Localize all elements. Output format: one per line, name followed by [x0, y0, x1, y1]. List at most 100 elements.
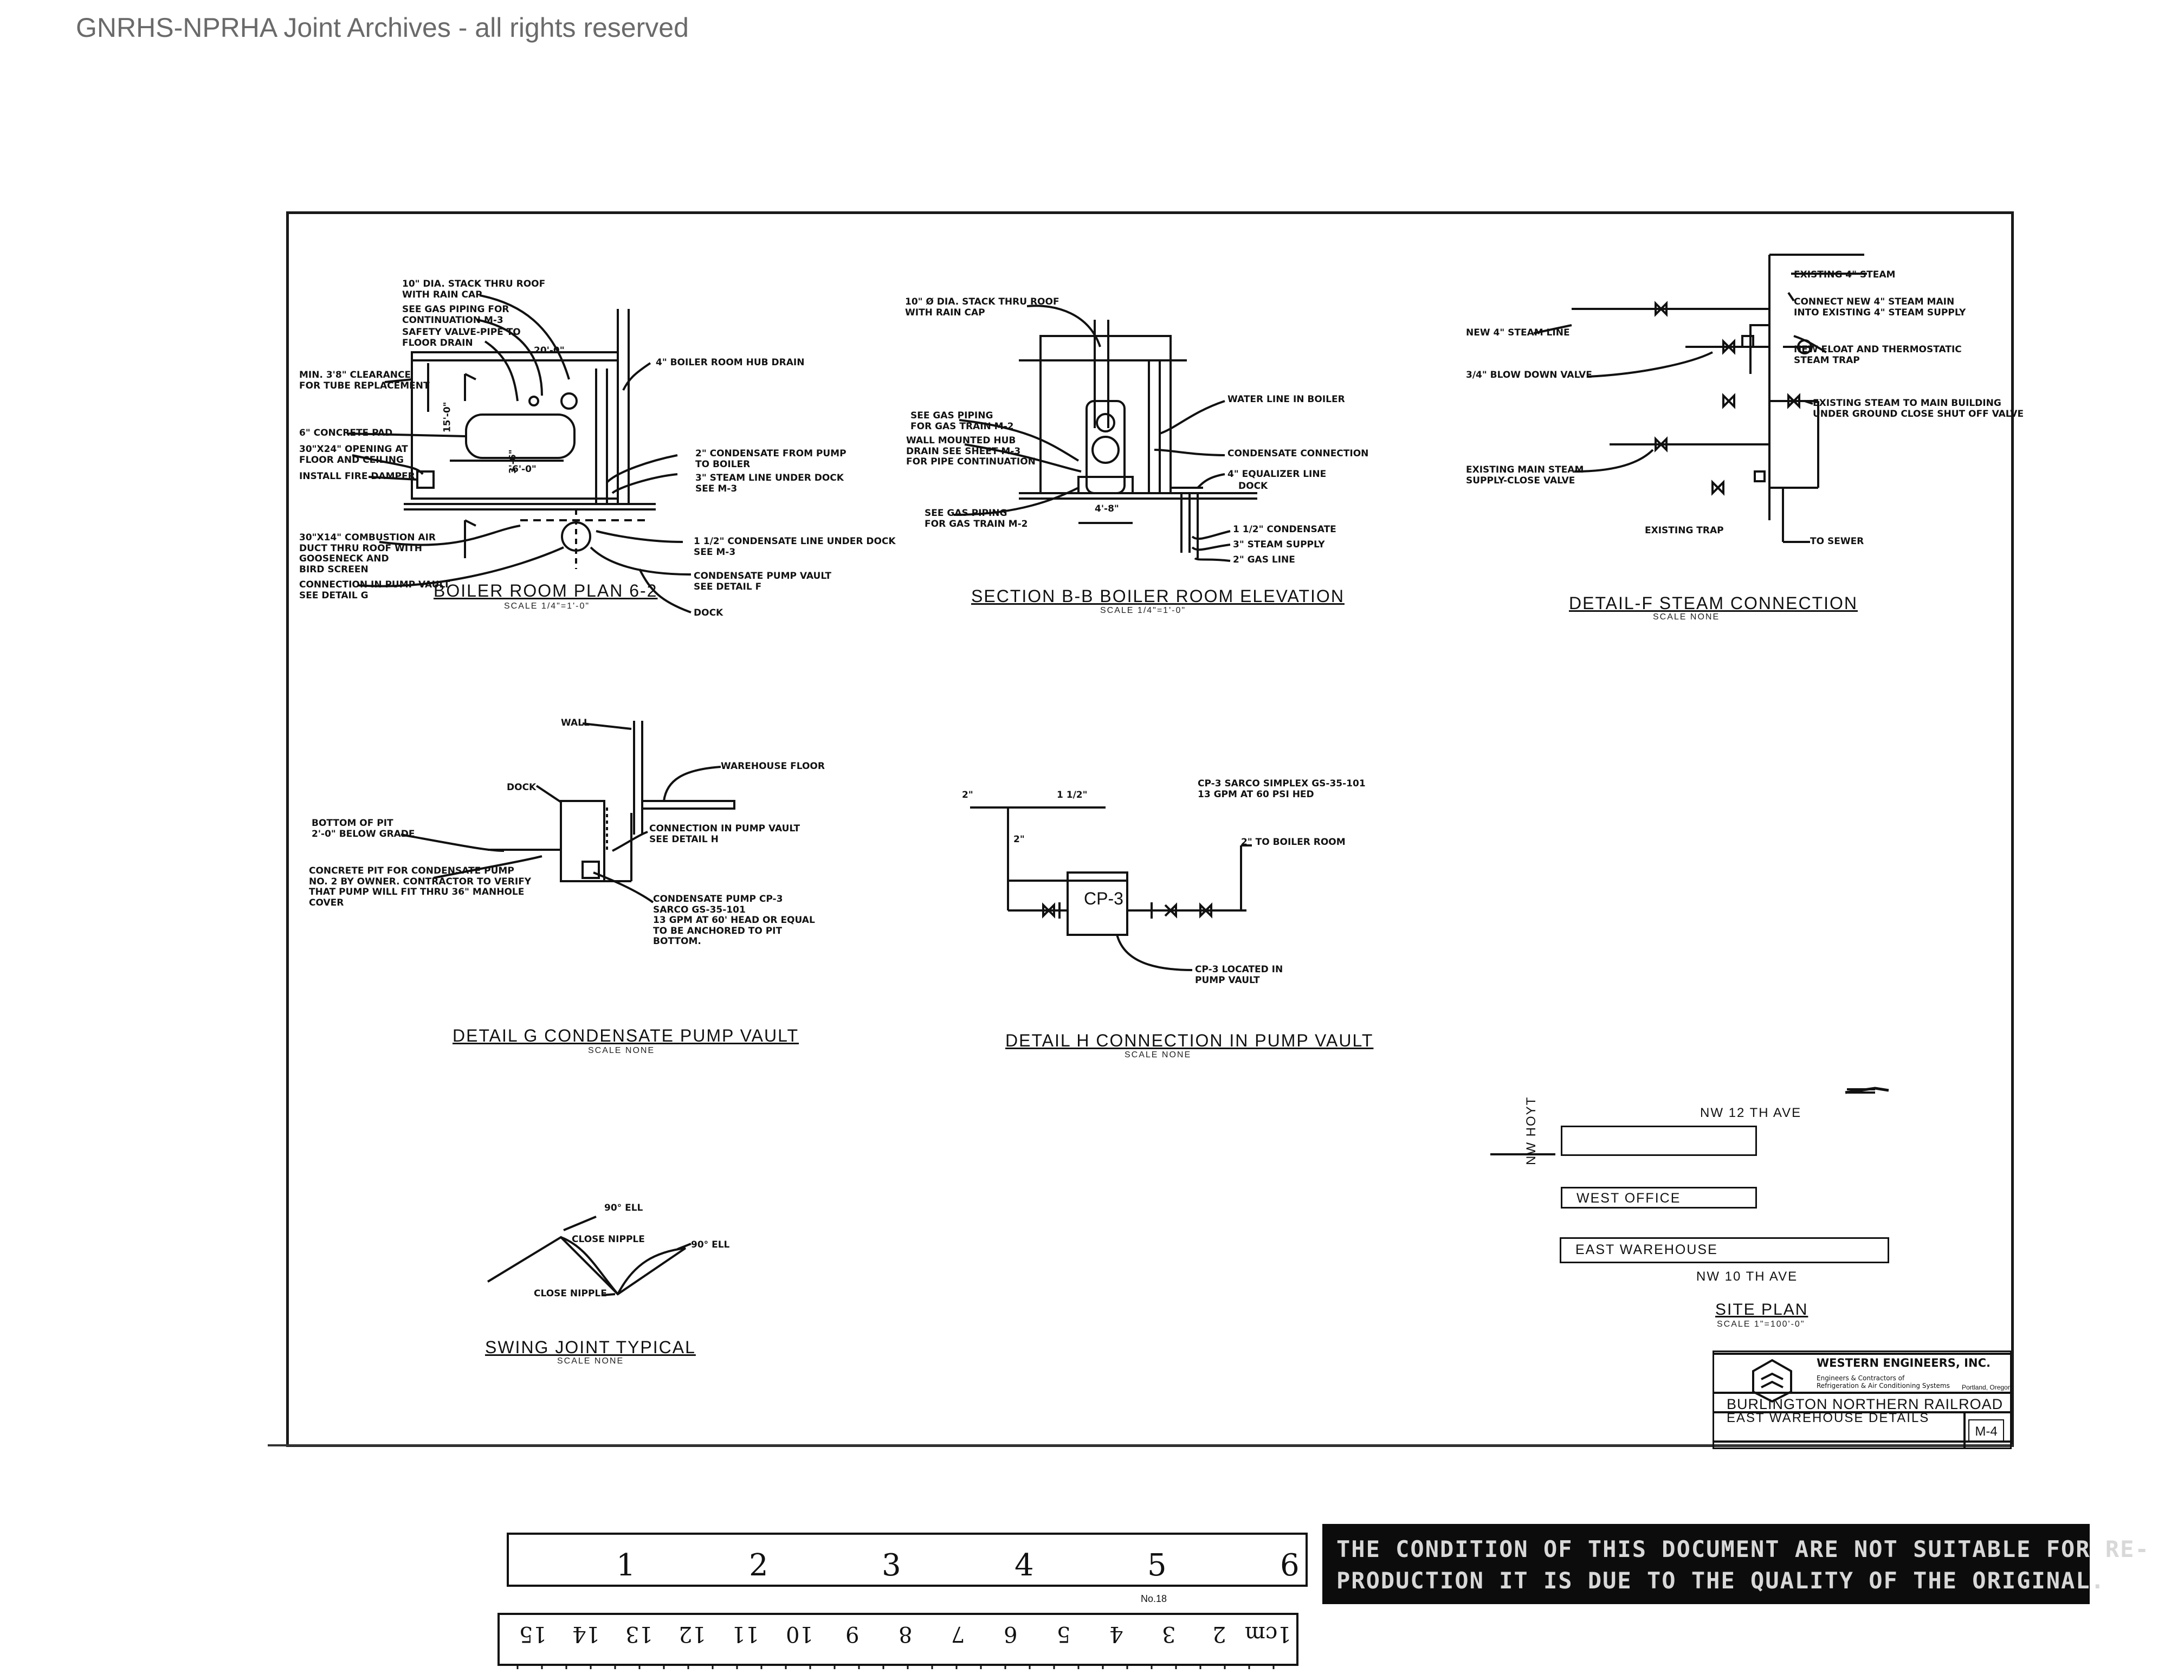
note-condensate-line: 1 1/2" CONDENSATE LINE UNDER DOCK SEE M-… [694, 536, 896, 558]
sheet-number: M-4 [1968, 1419, 2004, 1442]
note-safety-valve: SAFETY VALVE-PIPE TO FLOOR DRAIN [402, 327, 521, 348]
note-opening: 30"X24" OPENING AT FLOOR AND CEILING [299, 444, 408, 466]
note-gas-piping: SEE GAS PIPING FOR CONTINUATION M-3 [402, 304, 509, 326]
cm-6: 6 [1004, 1621, 1018, 1646]
f-note-sewer: TO SEWER [1810, 536, 1864, 547]
firm-name: WESTERN ENGINEERS, INC. [1817, 1356, 1991, 1369]
site-plan-scale: SCALE 1"=100'-0" [1717, 1320, 1805, 1329]
sec-note-gas2: SEE GAS PIPING FOR GAS TRAIN M-2 [925, 508, 1028, 529]
sec-note-condensate-conn: CONDENSATE CONNECTION [1227, 448, 1369, 459]
f-note-float-trap: NEW FLOAT AND THERMOSTATIC STEAM TRAP [1794, 344, 1962, 366]
note-fire-damper: INSTALL FIRE DAMPER [299, 471, 415, 482]
project-name: BURLINGTON NORTHERN RAILROAD [1727, 1396, 2004, 1412]
inch-1: 1 [616, 1548, 636, 1583]
boiler-plan-title: BOILER ROOM PLAN 6-2 [434, 581, 658, 600]
sec-note-dock: DOCK [1238, 481, 1268, 492]
firm-subtitle: Engineers & Contractors of Refrigeration… [1817, 1374, 1950, 1390]
cm-15: 15 [519, 1621, 547, 1646]
detail-f-title: DETAIL-F STEAM CONNECTION [1569, 593, 1858, 613]
h-size-2: 1 1/2" [1057, 790, 1088, 800]
notice-line-1: THE CONDITION OF THIS DOCUMENT ARE NOT S… [1336, 1536, 2150, 1562]
cm-5: 5 [1057, 1621, 1071, 1646]
detail-h-scale: SCALE NONE [1125, 1050, 1192, 1059]
cm-10: 10 [786, 1621, 813, 1646]
building-east-warehouse: EAST WAREHOUSE [1560, 1237, 1889, 1263]
g-note-floor: WAREHOUSE FLOOR [721, 761, 825, 772]
sec-dim: 4'-8" [1095, 503, 1119, 514]
g-note-connection: CONNECTION IN PUMP VAULT SEE DETAIL H [649, 823, 800, 845]
note-stack: 10" DIA. STACK THRU ROOF WITH RAIN CAP [402, 279, 546, 300]
inch-ruler: 1 2 3 4 5 6 [507, 1533, 1308, 1587]
sec-note-steam-supply: 3" STEAM SUPPLY [1233, 539, 1325, 550]
sj-note-ell-1: 90° ELL [604, 1203, 643, 1213]
cm-7: 7 [951, 1621, 965, 1646]
detail-h-title: DETAIL H CONNECTION IN PUMP VAULT [1005, 1031, 1374, 1050]
building-west-office: WEST OFFICE [1561, 1187, 1757, 1209]
f-note-main-supply: EXISTING MAIN STEAM SUPPLY-CLOSE VALVE [1466, 464, 1584, 486]
cm-11: 11 [732, 1621, 759, 1646]
swing-joint-scale: SCALE NONE [557, 1356, 624, 1366]
sj-note-nipple-2: CLOSE NIPPLE [534, 1288, 607, 1299]
cm-4: 4 [1109, 1621, 1123, 1646]
ruler-maker-number: No.18 [1141, 1593, 1167, 1604]
h-note-located: CP-3 LOCATED IN PUMP VAULT [1195, 964, 1283, 986]
h-size-1: 2" [962, 790, 973, 800]
sec-note-hub-drain: WALL MOUNTED HUB DRAIN SEE SHEET M-3 FOR… [906, 435, 1036, 468]
inch-5: 5 [1147, 1548, 1167, 1583]
g-note-dock: DOCK [507, 782, 537, 793]
note-steam-line: 3" STEAM LINE UNDER DOCK SEE M-3 [695, 473, 844, 494]
f-note-connect-main: CONNECT NEW 4" STEAM MAIN INTO EXISTING … [1794, 296, 1966, 318]
inch-6: 6 [1280, 1548, 1300, 1583]
detail-g-title: DETAIL G CONDENSATE PUMP VAULT [453, 1026, 799, 1045]
h-note-cp3-spec: CP-3 SARCO SIMPLEX GS-35-101 13 GPM AT 6… [1198, 778, 1366, 800]
note-dock: DOCK [694, 608, 723, 618]
detail-g-scale: SCALE NONE [588, 1046, 655, 1055]
sj-note-ell-2: 90° ELL [691, 1239, 730, 1250]
sec-note-stack: 10" Ø DIA. STACK THRU ROOF WITH RAIN CAP [905, 296, 1059, 318]
inch-4: 4 [1015, 1548, 1034, 1583]
section-bb-scale: SCALE 1/4"=1'-0" [1100, 606, 1186, 615]
f-note-existing-steam: EXISTING 4" STEAM [1794, 269, 1896, 280]
h-note-to-boiler: 2" TO BOILER ROOM [1241, 837, 1346, 848]
street-nw-10th: NW 10 TH AVE [1696, 1269, 1798, 1284]
detail-f-scale: SCALE NONE [1653, 612, 1720, 622]
f-note-blow-down: 3/4" BLOW DOWN VALVE [1466, 370, 1592, 380]
sec-note-equalizer: 4" EQUALIZER LINE [1227, 469, 1327, 480]
f-note-new-steam: NEW 4" STEAM LINE [1466, 327, 1570, 338]
swing-joint-title: SWING JOINT TYPICAL [485, 1337, 696, 1357]
cm-2: 2 [1212, 1621, 1226, 1646]
h-size-3: 2" [1013, 834, 1025, 845]
cm-3: 3 [1162, 1621, 1176, 1646]
cm-13: 13 [625, 1621, 653, 1646]
cm-14: 14 [572, 1621, 600, 1646]
west-office-label: WEST OFFICE [1576, 1191, 1681, 1206]
inch-3: 3 [882, 1548, 901, 1583]
firm-logo [1752, 1359, 1792, 1403]
east-warehouse-label: EAST WAREHOUSE [1575, 1242, 1718, 1257]
dim-boiler-len: 6'-0" [512, 464, 537, 475]
title-block [1713, 1351, 2012, 1449]
north-arrow [1845, 1087, 1889, 1094]
cm-1: 1cm [1245, 1621, 1291, 1646]
cm-12: 12 [679, 1621, 706, 1646]
sj-note-nipple-1: CLOSE NIPPLE [572, 1234, 645, 1245]
dim-boiler-wid: 3'-6" [507, 449, 519, 474]
g-note-concrete-pit: CONCRETE PIT FOR CONDENSATE PUMP NO. 2 B… [309, 865, 532, 908]
f-note-main-building: EXISTING STEAM TO MAIN BUILDING UNDER GR… [1813, 398, 2024, 419]
notice-line-2: PRODUCTION IT IS DUE TO THE QUALITY OF T… [1336, 1567, 2105, 1594]
note-hub-drain: 4" BOILER ROOM HUB DRAIN [656, 357, 805, 368]
note-combustion-air: 30"X14" COMBUSTION AIR DUCT THRU ROOF WI… [299, 532, 436, 575]
cm-ruler: 1cm 2 3 4 5 6 7 8 9 10 11 12 13 14 15 [497, 1613, 1298, 1666]
sheet-bottom-edge [268, 1444, 2013, 1446]
firm-city: Portland, Oregon [1962, 1384, 2012, 1391]
pump-vault-plan [561, 521, 591, 552]
archive-watermark: GNRHS-NPRHA Joint Archives - all rights … [76, 12, 689, 43]
note-condensate-pump: 2" CONDENSATE FROM PUMP TO BOILER [695, 448, 847, 470]
cm-9: 9 [845, 1621, 860, 1646]
g-note-pit-bottom: BOTTOM OF PIT 2'-0" BELOW GRADE [312, 818, 415, 839]
note-connection-vault: CONNECTION IN PUMP VAULT SEE DETAIL G [299, 579, 450, 601]
street-nw-12th: NW 12 TH AVE [1700, 1106, 1802, 1120]
sec-note-gas-line: 2" GAS LINE [1233, 554, 1295, 565]
dim-width: 20'-0" [534, 345, 565, 356]
boiler-plan-scale: SCALE 1/4"=1'-0" [504, 602, 590, 611]
